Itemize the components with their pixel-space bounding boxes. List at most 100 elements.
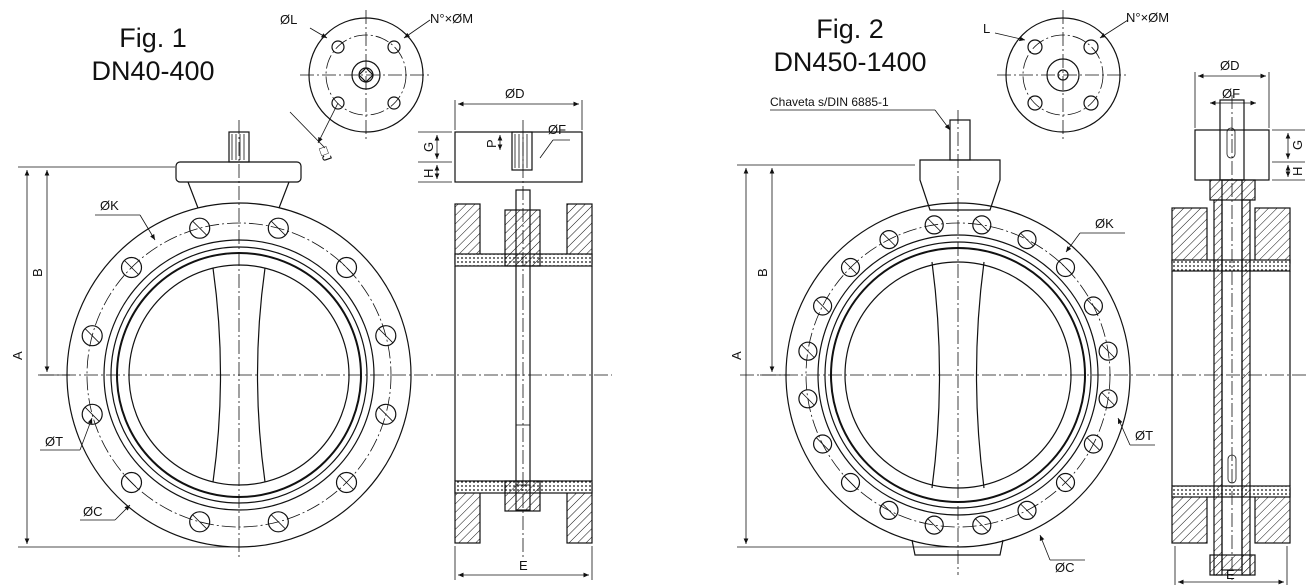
bolt-hole (972, 215, 992, 235)
fig2-side-view (1160, 95, 1308, 580)
fig2-label-phi-k: ØK (1095, 216, 1114, 231)
bolt-hole (972, 515, 992, 535)
fig2-label-phi-c: ØC (1055, 560, 1075, 575)
bolt-hole-mark (84, 407, 100, 422)
bolt-hole (335, 471, 358, 494)
fig2-subtitle: DN450-1400 (773, 47, 926, 77)
bolt-hole (1083, 434, 1104, 454)
bolt-hole-mark (975, 218, 989, 232)
bolt-hole-mark (1020, 503, 1034, 517)
bolt-hole (1017, 500, 1037, 520)
fig2-label-n-phi-m: N°×ØM (1126, 10, 1169, 25)
figure-1: Fig. 1 DN40-400 ØL N°×ØM □J (10, 10, 612, 580)
bolt-hole-mark (843, 475, 858, 490)
fig2-side-dimensions (1174, 72, 1305, 585)
fig1-top-flange-view (289, 10, 432, 149)
fig1-label-phi-k: ØK (100, 198, 119, 213)
bolt-hole (375, 325, 397, 347)
fig1-label-phi-f: ØF (548, 122, 566, 137)
bolt-hole-mark (843, 260, 858, 275)
fig1-label-pj: □J (316, 145, 335, 164)
bolt-hole-mark (1058, 260, 1073, 275)
bolt-hole (798, 389, 818, 409)
bolt-hole-mark (1101, 344, 1115, 358)
bolt-hole-mark (378, 328, 394, 343)
fig1-label-phi-t: ØT (45, 434, 63, 449)
fig2-label-l: L (983, 21, 990, 36)
bolt-hole (189, 511, 211, 533)
bolt-hole (840, 257, 861, 278)
bolt-hole-mark (1086, 299, 1100, 313)
bolt-hole-mark (882, 503, 896, 517)
bolt-hole-mark (975, 518, 989, 532)
fig2-label-b: B (755, 268, 770, 277)
bolt-hole-mark (84, 328, 100, 343)
bolt-hole (812, 296, 833, 316)
bolt-hole (879, 500, 899, 520)
bolt-hole-mark (816, 299, 830, 313)
fig2-label-g: G (1290, 140, 1305, 150)
fig1-dimensions (18, 166, 235, 548)
bolt-hole-mark (339, 475, 354, 490)
bolt-hole (1083, 296, 1104, 316)
fig2-label-phi-t: ØT (1135, 428, 1153, 443)
bolt-hole-mark (927, 518, 941, 532)
fig1-label-h: H (421, 169, 436, 178)
bolt-hole-mark (271, 220, 286, 236)
fig2-label-e: E (1226, 567, 1235, 582)
fig1-subtitle: DN40-400 (91, 56, 214, 86)
fig2-title: Fig. 2 (816, 14, 884, 44)
bolt-hole-mark (378, 407, 394, 422)
fig1-side-dimensions (418, 100, 593, 580)
bolt-hole-mark (816, 437, 830, 451)
fig2-label-a: A (729, 351, 744, 360)
bolt-hole (81, 325, 103, 347)
bolt-hole-mark (192, 220, 207, 236)
fig1-side-view (440, 120, 612, 560)
bolt-hole-mark (1020, 233, 1034, 247)
bolt-hole-mark (1086, 437, 1100, 451)
fig2-label-phi-f: ØF (1222, 86, 1240, 101)
bolt-hole-mark (801, 392, 815, 406)
bolt-hole (924, 515, 944, 535)
bolt-hole-mark (271, 514, 286, 530)
fig1-label-a: A (10, 351, 25, 360)
bolt-hole (267, 511, 289, 533)
bolt-hole-mark (339, 260, 354, 275)
fig1-label-n-phi-m: N°×ØM (430, 11, 473, 26)
fig1-title: Fig. 1 (119, 23, 187, 53)
bolt-hole-mark (927, 218, 941, 232)
bolt-hole (1017, 230, 1037, 250)
bolt-hole (798, 341, 818, 361)
fig1-label-b: B (30, 268, 45, 277)
bolt-hole (1055, 472, 1076, 493)
bolt-hole (120, 256, 143, 279)
fig2-front-view (740, 110, 1160, 575)
fig1-label-phi-d: ØD (505, 86, 525, 101)
bolt-hole (120, 471, 143, 494)
fig1-bolt-holes (81, 217, 397, 533)
figure-2: Fig. 2 DN450-1400 L N°×ØM Chaveta s/DIN … (729, 10, 1308, 585)
bolt-hole (879, 230, 899, 250)
fig1-label-phi-c: ØC (83, 504, 103, 519)
bolt-hole-mark (192, 514, 207, 530)
fig2-label-key: Chaveta s/DIN 6885-1 (770, 95, 889, 109)
fig2-label-phi-d: ØD (1220, 58, 1240, 73)
fig1-front-view (40, 120, 440, 560)
bolt-hole-mark (124, 475, 139, 490)
bolt-hole (812, 434, 833, 454)
bolt-hole (189, 217, 211, 239)
fig1-label-p: P (484, 139, 499, 148)
fig1-label-phi-l: ØL (280, 12, 297, 27)
bolt-hole-mark (882, 233, 896, 247)
bolt-hole-mark (1101, 392, 1115, 406)
bolt-hole (267, 217, 289, 239)
bolt-hole (335, 256, 358, 279)
fig2-label-h: H (1290, 167, 1305, 176)
bolt-hole (924, 215, 944, 235)
fig2-bolt-holes (798, 215, 1118, 535)
bolt-hole (81, 403, 103, 425)
fig2-dimensions (737, 164, 1155, 561)
bolt-hole-mark (124, 260, 139, 275)
